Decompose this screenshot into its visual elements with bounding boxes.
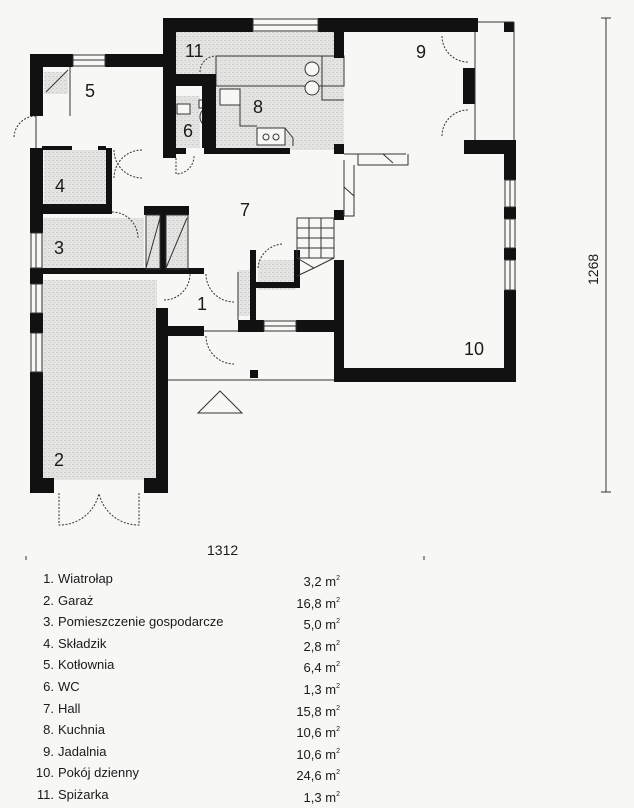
legend-index: 6. — [43, 678, 54, 694]
legend-index: 11. — [36, 786, 54, 802]
height-dimension — [601, 17, 611, 493]
legend-area: 15,8 m2 — [296, 703, 340, 719]
room-label-10: 10 — [464, 339, 484, 359]
width-dimension — [25, 556, 425, 560]
legend-row: 1. Wiatrołap 3,2 m2 — [30, 570, 340, 592]
room-label-5: 5 — [85, 81, 95, 101]
room-numbers: 1 2 3 4 5 6 7 8 9 10 11 — [54, 41, 484, 470]
legend-row: 3.Pomieszczenie gospodarcze 5,0 m2 — [30, 613, 340, 635]
legend-room-name: Kuchnia — [58, 722, 105, 738]
windows — [30, 18, 516, 373]
room-label-9: 9 — [416, 42, 426, 62]
room-label-7: 7 — [240, 200, 250, 220]
legend-room-name: WC — [58, 678, 80, 694]
legend-room-name: Spiżarka — [58, 786, 109, 802]
room-label-3: 3 — [54, 238, 64, 258]
legend-room-name: Jadalnia — [58, 743, 107, 759]
walls — [30, 18, 516, 493]
legend-area: 1,3 m2 — [303, 681, 340, 697]
legend-room-name: Wiatrołap — [58, 571, 113, 586]
legend-area: 1,3 m2 — [303, 789, 340, 805]
legend-row: 2.Garaż 16,8 m2 — [30, 592, 340, 614]
legend-area: 6,4 m2 — [303, 660, 340, 676]
legend-index: 5. — [43, 657, 54, 673]
legend-room-name: Hall — [58, 700, 81, 716]
legend-room-name: Garaż — [58, 592, 94, 608]
legend-area: 16,8 m2 — [296, 595, 340, 611]
height-dimension-label: 1268 — [585, 254, 601, 285]
legend-index: 3. — [43, 614, 54, 630]
room-label-2: 2 — [54, 450, 64, 470]
room-legend: 1. Wiatrołap 3,2 m2 2.Garaż 16,8 m2 3.Pom… — [30, 570, 340, 808]
legend-row: 4.Składzik 2,8 m2 — [30, 635, 340, 657]
room-label-11: 11 — [185, 41, 204, 61]
floor-plan: 1 2 3 4 5 6 7 8 9 10 11 1312 1268 — [13, 17, 611, 560]
legend-index: 8. — [43, 722, 54, 738]
legend-index: 1. — [43, 571, 54, 586]
legend-row: 6.WC 1,3 m2 — [30, 678, 340, 700]
legend-area: 5,0 m2 — [303, 617, 340, 633]
legend-area: 10,6 m2 — [296, 746, 340, 762]
legend-row: 8.Kuchnia 10,6 m2 — [30, 721, 340, 743]
entrance-marker-icon — [196, 390, 244, 414]
kitchen-fixtures — [215, 55, 345, 146]
legend-index: 7. — [43, 700, 54, 716]
legend-index: 4. — [43, 635, 54, 651]
width-dimension-label: 1312 — [207, 542, 238, 558]
legend-area: 24,6 m2 — [296, 768, 340, 784]
legend-area: 10,6 m2 — [296, 725, 340, 741]
legend-index: 10. — [35, 765, 54, 781]
legend-room-name: Pokój dzienny — [58, 765, 139, 781]
doors — [13, 35, 469, 526]
legend-row: 9.Jadalnia 10,6 m2 — [30, 743, 340, 765]
room-label-6: 6 — [183, 121, 193, 141]
legend-row: 11.Spiżarka 1,3 m2 — [30, 786, 340, 808]
legend-index: 9. — [43, 743, 54, 759]
room-label-8: 8 — [253, 97, 263, 117]
legend-room-name: Kotłownia — [58, 657, 115, 673]
legend-index: 2. — [43, 592, 54, 608]
legend-area: 3,2 m2 — [303, 574, 340, 589]
legend-row: 7.Hall 15,8 m2 — [30, 700, 340, 722]
room-label-1: 1 — [197, 294, 207, 314]
legend-row: 5.Kotłownia 6,4 m2 — [30, 656, 340, 678]
legend-row: 10.Pokój dzienny 24,6 m2 — [30, 764, 340, 786]
legend-room-name: Składzik — [58, 635, 107, 651]
legend-room-name: Pomieszczenie gospodarcze — [58, 614, 224, 630]
legend-area: 2,8 m2 — [303, 638, 340, 654]
room-label-4: 4 — [55, 176, 65, 196]
outlines — [45, 21, 515, 381]
